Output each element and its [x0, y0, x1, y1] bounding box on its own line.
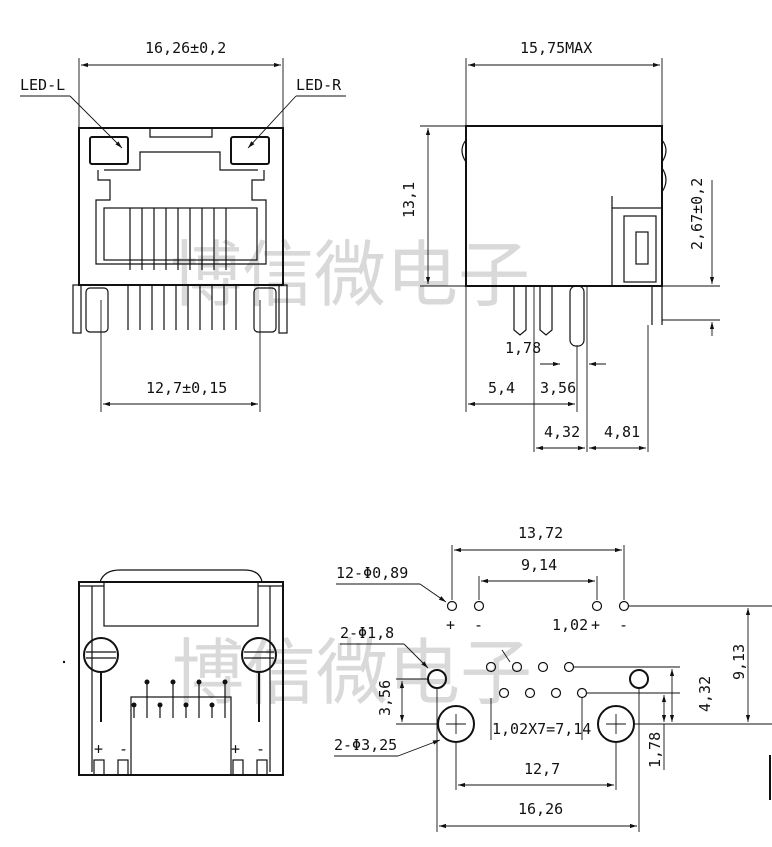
front-view: 16,26±0,2 LED-L LED-R [20, 39, 346, 412]
bottom-minus-left: - [119, 740, 128, 758]
side-dim-4-32: 4,32 [544, 423, 580, 441]
side-dim-5-4: 5,4 [488, 379, 515, 397]
footprint-minus-left: - [474, 616, 483, 634]
footprint-plus-left: + [446, 616, 455, 634]
footprint-minus-right: - [619, 616, 628, 634]
footprint-row-pitch: 1,02X7=7,14 [492, 720, 591, 738]
bottom-view: + - + - [62, 569, 284, 776]
side-dim-3-56: 3,56 [540, 379, 576, 397]
bottom-minus-right: - [256, 740, 265, 758]
footprint-led-pitch: 1,02 [552, 616, 588, 634]
front-pin-span-dim: 12,7±0,15 [146, 379, 227, 397]
footprint-plus-right: + [591, 616, 600, 634]
signal-holes [485, 661, 588, 699]
footprint-peg-offset: 3,56 [376, 680, 394, 716]
pcb-footprint: 13,72 9,14 12-Φ0,89 + - + - 1,02 2-Φ1,8 [334, 524, 772, 832]
watermark-top: 博信微电子 [170, 233, 530, 317]
footprint-mount-span: 12,7 [524, 760, 560, 778]
led-right-label: LED-R [296, 76, 342, 94]
side-height-dim: 13,1 [400, 182, 418, 218]
footprint-total-span: 16,26 [518, 800, 563, 818]
bottom-plus-left: + [94, 740, 103, 758]
side-led-dim: 2,67±0,2 [688, 178, 706, 250]
side-view: 15,75MAX 13,1 2,67±0,2 1,78 [400, 39, 720, 452]
side-dim-1-78: 1,78 [505, 339, 541, 357]
footprint-height-low: 1,78 [646, 732, 664, 768]
footprint-mount-holes: 2-Φ3,25 [334, 736, 397, 754]
led-left-label: LED-L [20, 76, 65, 94]
bottom-pins [131, 679, 228, 718]
footprint-inner-span: 9,14 [521, 556, 557, 574]
side-length-dim: 15,75MAX [520, 39, 592, 57]
watermark-bottom: 博信微电子 [172, 631, 532, 715]
front-width-dim: 16,26±0,2 [145, 39, 226, 57]
footprint-height-mid: 4,32 [696, 676, 714, 712]
bottom-plus-right: + [231, 740, 240, 758]
footprint-peg-holes: 2-Φ1,8 [340, 624, 394, 642]
footprint-height-total: 9,13 [730, 644, 748, 680]
footprint-pin-holes: 12-Φ0,89 [336, 564, 408, 582]
front-contacts [129, 208, 227, 270]
footprint-outer-span: 13,72 [518, 524, 563, 542]
side-dim-4-81: 4,81 [604, 423, 640, 441]
front-pins [127, 285, 237, 330]
